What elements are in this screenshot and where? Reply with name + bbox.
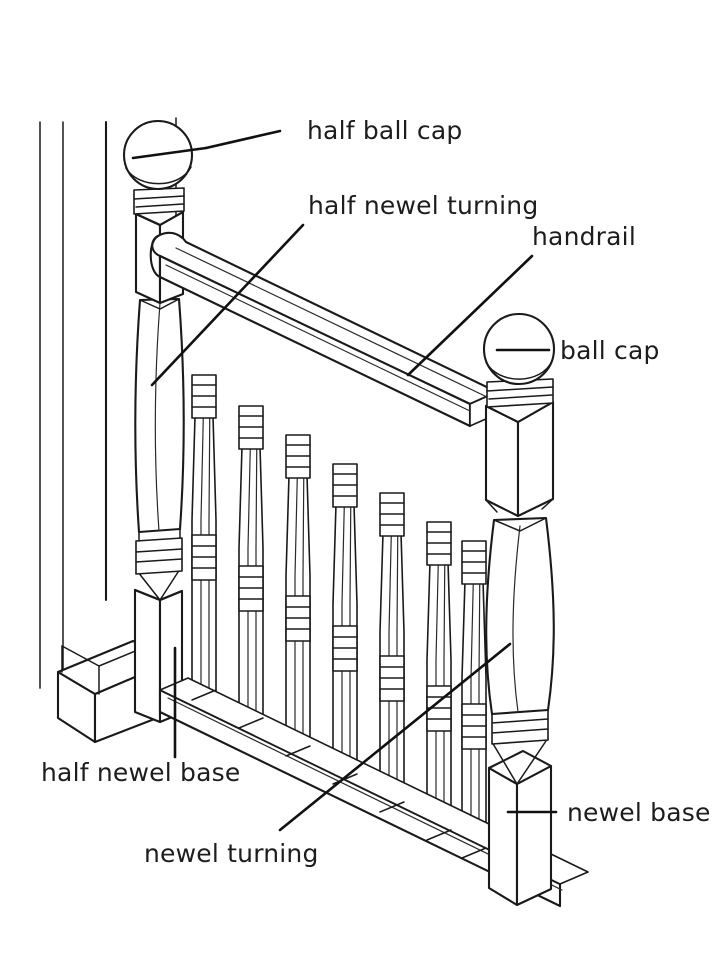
newel-base-front-face <box>515 764 553 907</box>
baluster-centerline <box>470 551 475 859</box>
handrail-group <box>149 231 499 428</box>
baluster-shaft <box>426 528 452 841</box>
leader-half-ball-cap <box>204 129 282 150</box>
baluster-centerline <box>388 503 393 813</box>
newel-barrel <box>485 516 555 716</box>
half-newel-block-top-edge <box>134 210 185 227</box>
newel-neck-collar <box>486 378 554 408</box>
newel-base-cove <box>491 707 549 785</box>
label-handrail: handrail <box>532 222 636 251</box>
half-newel-collar-band <box>135 537 183 575</box>
handrail-top-moulding-line <box>175 247 488 398</box>
string-baluster-joint <box>379 801 405 813</box>
baluster-shaft <box>461 547 487 859</box>
newel-block-chamfer-r <box>541 498 554 510</box>
skirting-chamfer-left <box>61 645 100 667</box>
newel-barrel-top-edge <box>493 517 547 532</box>
string-top-face <box>159 677 589 885</box>
half-newel-barrel-centerline <box>154 302 161 532</box>
half-newel-neck-ring-1 <box>133 195 185 200</box>
string-baluster-joint <box>426 829 452 841</box>
half-newel-taper-left <box>137 571 161 601</box>
half-newel-post-group <box>122 119 194 724</box>
half-newel-lower-collar <box>135 527 183 575</box>
string-baluster-joint <box>238 717 264 729</box>
newel-lower-ring-1 <box>491 718 549 724</box>
half-newel-barrel-top-edge <box>139 298 180 310</box>
baluster-centerline <box>294 445 299 757</box>
leader-newel-turning <box>278 642 512 832</box>
string-baluster-joint <box>285 745 311 757</box>
stair-string-group <box>158 677 589 908</box>
half-newel-base-left-face <box>133 588 162 724</box>
newel-neck-ring-1 <box>486 386 554 392</box>
string-baluster-joint <box>191 689 217 701</box>
leader-half-newel-turning <box>150 223 305 387</box>
baluster-edge-line <box>443 532 446 841</box>
half-newel-block-left-face <box>134 212 162 305</box>
newel-base <box>487 749 553 907</box>
half-newel-neck-collar <box>133 187 185 215</box>
handrail-nose-curve <box>149 234 162 279</box>
newel-turning <box>485 516 555 716</box>
baluster <box>426 521 452 841</box>
label-half-newel-turning: half newel turning <box>308 191 538 220</box>
newel-cove-left <box>491 741 518 785</box>
half-ball-cap-underside <box>125 166 192 185</box>
label-half-newel-base: half newel base <box>41 758 240 787</box>
newel-barrel-centerline <box>512 525 521 713</box>
baluster <box>461 540 487 859</box>
half-newel-collar-ring-2 <box>135 558 183 563</box>
ball-cap-underside <box>485 360 553 380</box>
baluster <box>191 374 217 701</box>
newel-post-group <box>482 312 556 907</box>
baluster-centerline <box>200 385 205 701</box>
baluster <box>379 492 405 813</box>
newel-block-chamfer-l <box>485 499 498 513</box>
newel-base-left-face <box>487 766 519 907</box>
baluster-group <box>191 374 487 859</box>
half-newel-taper-right <box>159 568 181 601</box>
newel-cove-right <box>516 737 549 785</box>
label-newel-base: newel base <box>567 798 711 827</box>
half-newel-collar-ring-1 <box>135 548 183 553</box>
half-newel-turning <box>134 297 185 534</box>
baluster-centerline <box>435 532 440 841</box>
leader-lines-group <box>131 129 558 832</box>
half-newel-neck-band <box>133 187 185 215</box>
label-half-ball-cap: half ball cap <box>307 116 462 145</box>
baluster <box>332 463 358 785</box>
label-text-group: half ball cap half newel turning handrai… <box>41 116 711 868</box>
newel-neck-ring-2 <box>488 394 553 400</box>
baluster-centerline <box>247 416 252 729</box>
label-ball-cap: ball cap <box>560 336 660 365</box>
newel-block-left-face <box>484 404 520 518</box>
baluster-edge-line <box>255 416 258 729</box>
leader-half-ball-cap-tip <box>131 146 208 160</box>
newel-lower-ring-2 <box>491 728 549 734</box>
handrail-moulding-line <box>165 264 471 412</box>
baluster-edge-line <box>302 445 305 757</box>
baluster-centerline <box>341 474 346 785</box>
half-newel-barrel <box>134 297 185 534</box>
label-newel-turning: newel turning <box>144 839 319 868</box>
string-baluster-joint <box>461 847 487 859</box>
baluster-edge-line <box>396 503 399 813</box>
baluster-edge-line <box>208 385 211 701</box>
baluster-edge-line <box>478 551 481 859</box>
baluster <box>238 405 264 729</box>
baluster-edge-line <box>349 474 352 785</box>
leader-handrail <box>406 254 534 377</box>
half-newel-neck-ring-2 <box>135 203 184 208</box>
baluster <box>285 434 311 757</box>
newel-base-top-face <box>487 749 553 786</box>
